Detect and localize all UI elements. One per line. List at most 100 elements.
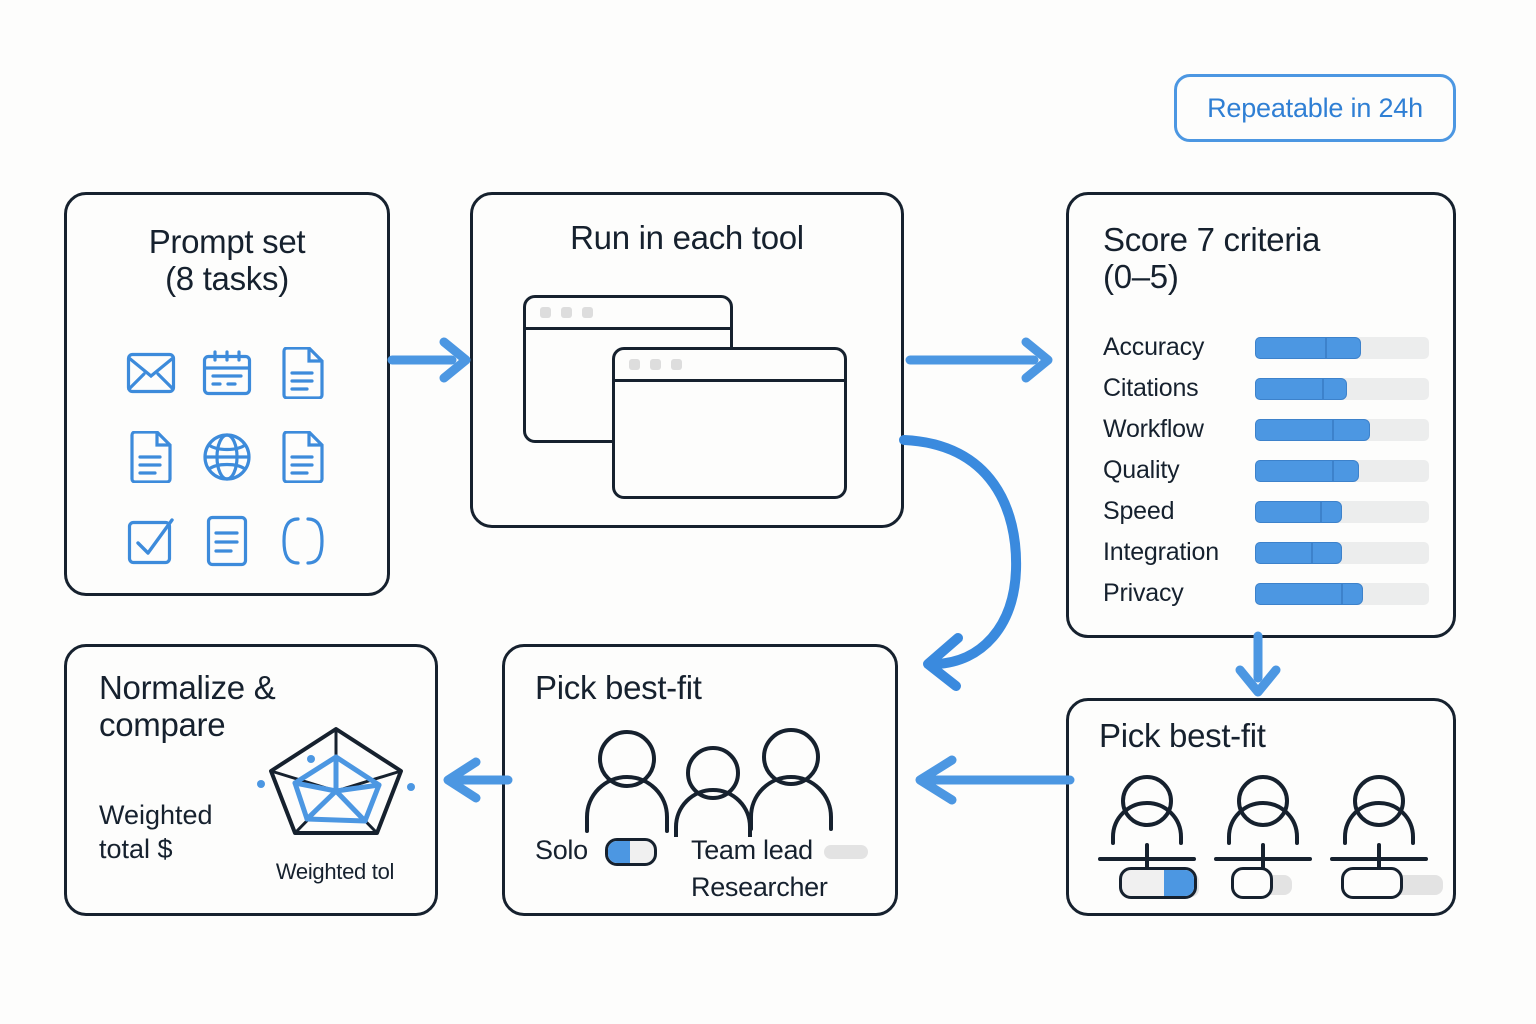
option-solo-label: Solo (535, 835, 588, 865)
browser-window-front (612, 347, 847, 499)
status-badge: Repeatable in 24h (1174, 74, 1456, 142)
prompt-icon-grid (113, 331, 341, 583)
arrow-run-to-score (905, 337, 1053, 383)
criterion-bar-track (1255, 418, 1429, 441)
prompt-set-title-line1: Prompt set (148, 223, 306, 260)
checkbox-check-icon (127, 517, 175, 565)
criterion-bar-segment-2 (1326, 336, 1362, 359)
criterion-bar-track (1255, 377, 1429, 400)
criterion-bar-segment-2 (1321, 500, 1342, 523)
criterion-row: Privacy (1103, 573, 1429, 614)
criterion-bar-segment-2 (1312, 541, 1342, 564)
normalize-title-line2: compare (99, 706, 226, 744)
criterion-bar-track (1255, 500, 1429, 523)
calendar-icon (202, 350, 252, 396)
envelope-icon (126, 352, 176, 394)
criterion-label: Quality (1103, 456, 1180, 484)
criterion-label: Citations (1103, 374, 1199, 402)
card-prompt-set-title: Prompt set (8 tasks) (67, 223, 387, 298)
window-dot-icon (671, 359, 682, 370)
arrow-score-to-pick-right (1235, 631, 1281, 697)
document-icon (281, 431, 325, 483)
option-researcher-label: Researcher (691, 872, 828, 902)
criterion-bar-segment-1 (1255, 500, 1322, 523)
criterion-bar-segment-2 (1342, 582, 1363, 605)
team-lead-pill[interactable] (824, 844, 869, 859)
slider-1-fill (1163, 870, 1194, 896)
criterion-bar-segment-1 (1255, 541, 1313, 564)
criterion-bar-segment-1 (1255, 377, 1323, 400)
card-score-title: Score 7 criteria (0–5) (1103, 221, 1433, 296)
window-dot-icon (540, 307, 551, 318)
option-team-lead-label: Team lead (691, 835, 813, 865)
criterion-row: Speed (1103, 491, 1429, 532)
people-sliders-group (1098, 775, 1428, 875)
card-run-in-each-tool: Run in each tool (470, 192, 904, 528)
option-team-lead[interactable]: Team lead (691, 835, 869, 866)
arrow-run-curved-back (899, 435, 1022, 691)
card-normalize-compare: Normalize & compare Weighted total $ Wei… (64, 644, 438, 916)
radar-chart-label: Weighted tol (275, 859, 395, 884)
criterion-row: Citations (1103, 368, 1429, 409)
window-titlebar (526, 298, 730, 330)
criterion-bar-track (1255, 582, 1429, 605)
criterion-row: Integration (1103, 532, 1429, 573)
document-lines-icon (206, 515, 248, 567)
card-pick-right-title: Pick best-fit (1099, 717, 1266, 754)
window-dot-icon (582, 307, 593, 318)
card-pick-best-fit-mid: Pick best-fit Solo Team lead Researcher (502, 644, 898, 916)
arrow-pickright-to-pickmid (915, 755, 1075, 805)
window-dot-icon (650, 359, 661, 370)
option-solo[interactable]: Solo (535, 835, 658, 866)
document-icon (129, 431, 173, 483)
criterion-label: Speed (1103, 497, 1175, 525)
normalize-title-line1: Normalize & (99, 669, 276, 706)
window-dot-icon (629, 359, 640, 370)
solo-toggle[interactable] (605, 837, 658, 866)
prompt-set-title-line2: (8 tasks) (165, 260, 289, 298)
card-normalize-title: Normalize & compare (99, 669, 329, 744)
window-dot-icon (561, 307, 572, 318)
criterion-bar-segment-1 (1255, 418, 1334, 441)
slider-1[interactable] (1119, 867, 1197, 899)
criterion-bar-segment-1 (1255, 336, 1327, 359)
solo-toggle-fill (608, 840, 631, 863)
arrow-pickmid-to-normalize (443, 757, 513, 803)
score-title-line2: (0–5) (1103, 258, 1179, 296)
window-titlebar (615, 350, 844, 382)
radar-chart (257, 727, 415, 835)
weighted-total-line1: Weighted (99, 800, 213, 830)
criterion-bar-track (1255, 459, 1429, 482)
criterion-row: Workflow (1103, 409, 1429, 450)
brackets-icon (280, 516, 326, 566)
option-researcher[interactable]: Researcher (691, 872, 828, 903)
criterion-label: Accuracy (1103, 333, 1205, 361)
people-group-icon (585, 728, 833, 837)
criterion-label: Integration (1103, 538, 1219, 566)
score-title-line1: Score 7 criteria (1103, 221, 1321, 258)
card-run-title: Run in each tool (570, 219, 804, 256)
criterion-bar-segment-1 (1255, 459, 1334, 482)
document-icon (281, 347, 325, 399)
criterion-bar-track (1255, 336, 1429, 359)
criterion-bar-segment-2 (1333, 459, 1360, 482)
slider-2[interactable] (1231, 867, 1273, 899)
criterion-bar-segment-2 (1333, 418, 1370, 441)
arrow-prompt-to-run (387, 337, 471, 383)
weighted-total-label: Weighted total $ (99, 799, 299, 867)
criterion-bar-segment-1 (1255, 582, 1342, 605)
card-prompt-set: Prompt set (8 tasks) (64, 192, 390, 596)
criterion-bar-segment-2 (1322, 377, 1348, 400)
criterion-label: Privacy (1103, 579, 1184, 607)
criterion-bar-track (1255, 541, 1429, 564)
slider-3[interactable] (1341, 867, 1403, 899)
weighted-total-line2: total $ (99, 833, 173, 864)
criterion-row: Accuracy (1103, 327, 1429, 368)
criterion-row: Quality (1103, 450, 1429, 491)
globe-icon (202, 432, 252, 482)
card-pick-mid-title: Pick best-fit (535, 669, 702, 706)
card-pick-best-fit-right: Pick best-fit (1066, 698, 1456, 916)
